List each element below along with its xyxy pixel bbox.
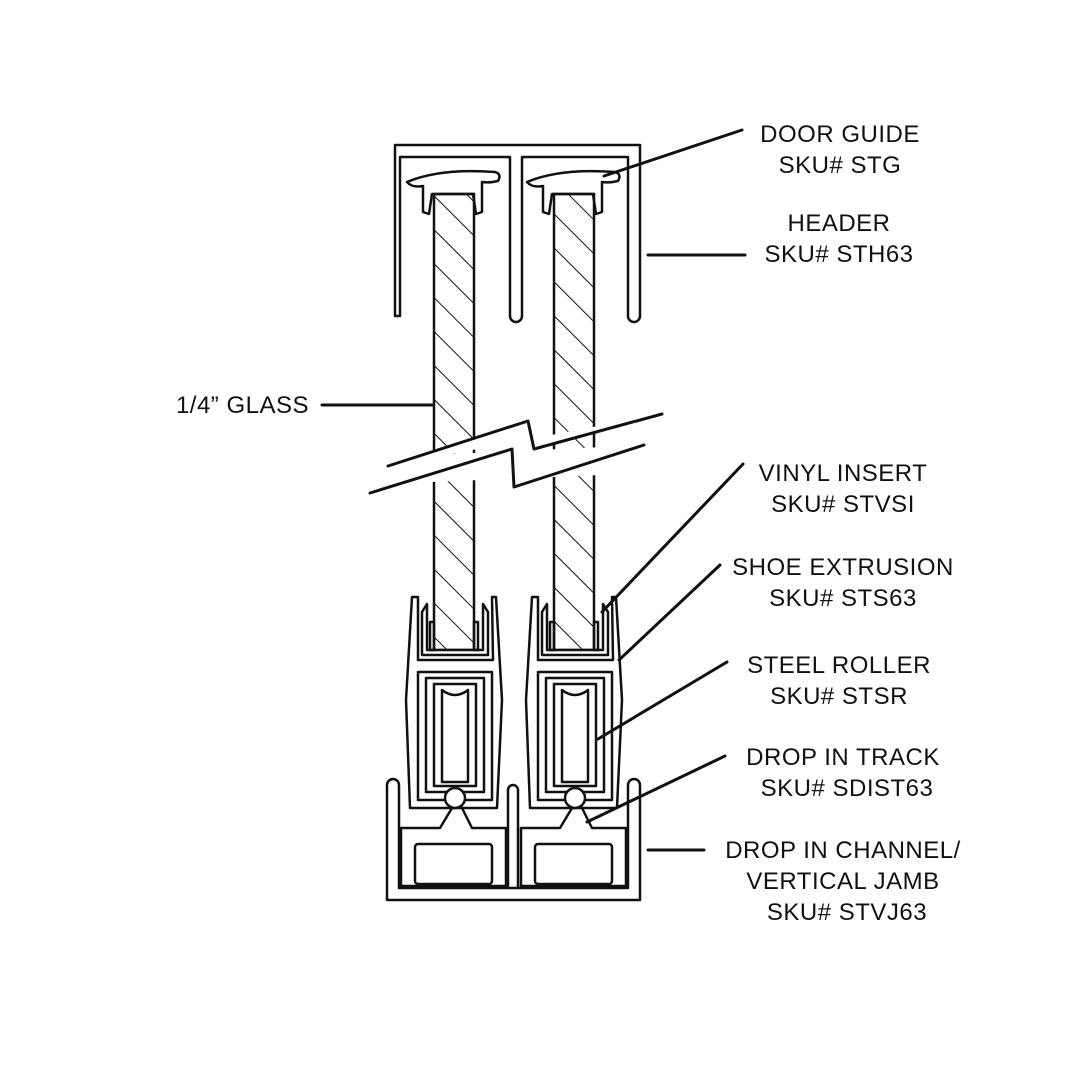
svg-text:STEEL ROLLER: STEEL ROLLER [747,652,931,679]
break-lines [368,412,664,495]
svg-text:DOOR GUIDE: DOOR GUIDE [760,121,920,148]
svg-text:SKU# STH63: SKU# STH63 [764,241,913,268]
callout-shoe-extrusion: SHOE EXTRUSION SKU# STS63 [732,554,954,612]
svg-text:1/4” GLASS: 1/4” GLASS [176,392,309,419]
door-guide-right [525,169,621,216]
callout-header: HEADER SKU# STH63 [764,210,913,268]
door-guide-left [405,169,501,216]
callout-drop-in-track: DROP IN TRACK SKU# SDIST63 [746,744,940,802]
callout-steel-roller: STEEL ROLLER SKU# STSR [747,652,931,710]
shoe-extrusion-left [404,595,504,810]
callout-door-guide: DOOR GUIDE SKU# STG [760,121,920,179]
svg-text:SKU# STS63: SKU# STS63 [769,585,917,612]
glass-panel-left [432,192,476,652]
svg-text:SKU# STG: SKU# STG [779,152,902,179]
svg-text:DROP IN CHANNEL/: DROP IN CHANNEL/ [725,837,961,864]
callout-drop-in-channel: DROP IN CHANNEL/ VERTICAL JAMB SKU# STVJ… [725,837,961,926]
shoe-extrusion-right [524,595,624,810]
svg-text:HEADER: HEADER [787,210,890,237]
header-channel [393,143,642,324]
glass-panel-right [552,192,596,652]
svg-text:SKU# STSR: SKU# STSR [770,683,908,710]
svg-text:SKU# STVSI: SKU# STVSI [771,491,915,518]
svg-text:SKU# SDIST63: SKU# SDIST63 [761,775,934,802]
leader-lines [320,128,747,852]
drop-in-channel [385,777,642,902]
svg-text:SHOE EXTRUSION: SHOE EXTRUSION [732,554,954,581]
svg-text:VERTICAL JAMB: VERTICAL JAMB [746,868,939,895]
drop-in-track-left [399,786,508,888]
callout-glass: 1/4” GLASS [176,392,309,419]
svg-text:VINYL INSERT: VINYL INSERT [759,460,928,487]
svg-text:DROP IN TRACK: DROP IN TRACK [746,744,940,771]
svg-text:SKU# STVJ63: SKU# STVJ63 [767,899,927,926]
callout-vinyl-insert: VINYL INSERT SKU# STVSI [759,460,928,518]
drop-in-track-right [519,786,628,888]
